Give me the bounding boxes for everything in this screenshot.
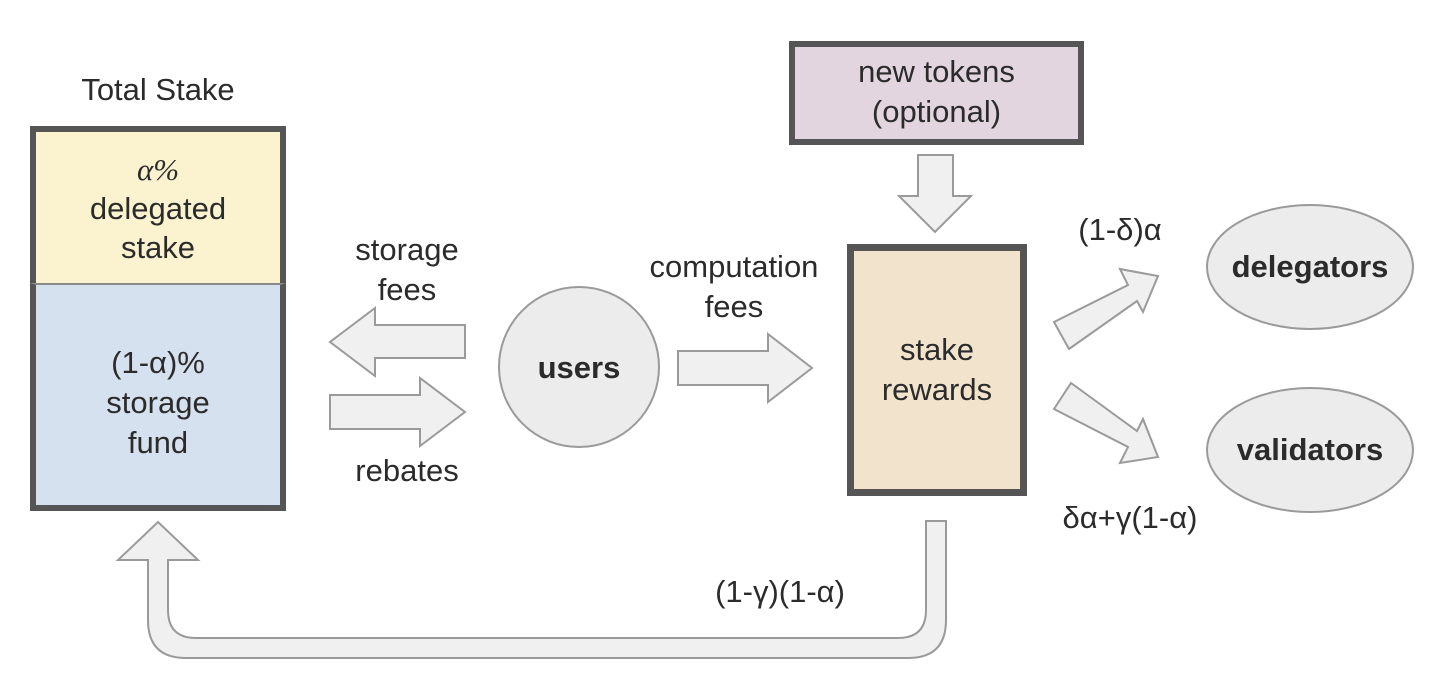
validators-arrow [1052, 381, 1160, 465]
new-tokens-label-line1: new tokens [858, 54, 1015, 89]
rebates-arrow [329, 375, 467, 449]
delegated-stake-section [30, 126, 286, 286]
computation-fees-label-line1: computation [649, 249, 819, 284]
new-tokens-label-line2: (optional) [871, 94, 1002, 129]
computation-fees-arrow [677, 331, 814, 405]
storage-fund-section [30, 283, 286, 511]
storage-fees-label-line1: storage [355, 232, 459, 267]
total-stake-title: Total Stake [81, 72, 235, 107]
new-tokens-box [789, 41, 1084, 145]
delegators-share-label: (1-δ)α [1078, 212, 1162, 247]
stake-rewards-label-line1: stake [899, 332, 975, 367]
users-node [498, 286, 660, 448]
computation-fees-label-line2: fees [704, 289, 764, 324]
stake-rewards-label-line2: rewards [881, 372, 993, 407]
delegators-label: delegators [1231, 249, 1389, 284]
delegated-stake-label-line2: delegated [89, 191, 227, 226]
new-tokens-arrow [896, 154, 974, 234]
delegated-stake-alpha-label: α% [136, 152, 180, 187]
storage-fund-label-line3: fund [127, 425, 189, 460]
storage-fees-label-line2: fees [377, 272, 437, 307]
storage-fund-return-arrow [115, 520, 947, 659]
rebates-label: rebates [355, 453, 459, 488]
validators-node [1206, 387, 1414, 513]
delegators-arrow [1052, 267, 1160, 351]
validators-share-label: δα+γ(1-α) [1062, 500, 1198, 535]
delegated-stake-label-line3: stake [120, 230, 196, 265]
users-label: users [537, 350, 621, 385]
delegators-node [1206, 204, 1414, 330]
storage-fund-label-line2: storage [106, 385, 210, 420]
storage-fund-share-label: (1-γ)(1-α) [715, 574, 845, 609]
validators-label: validators [1236, 432, 1384, 467]
storage-fees-arrow [328, 305, 466, 379]
stake-rewards-box [847, 244, 1027, 496]
storage-fund-alpha-label: (1-α)% [111, 345, 205, 380]
